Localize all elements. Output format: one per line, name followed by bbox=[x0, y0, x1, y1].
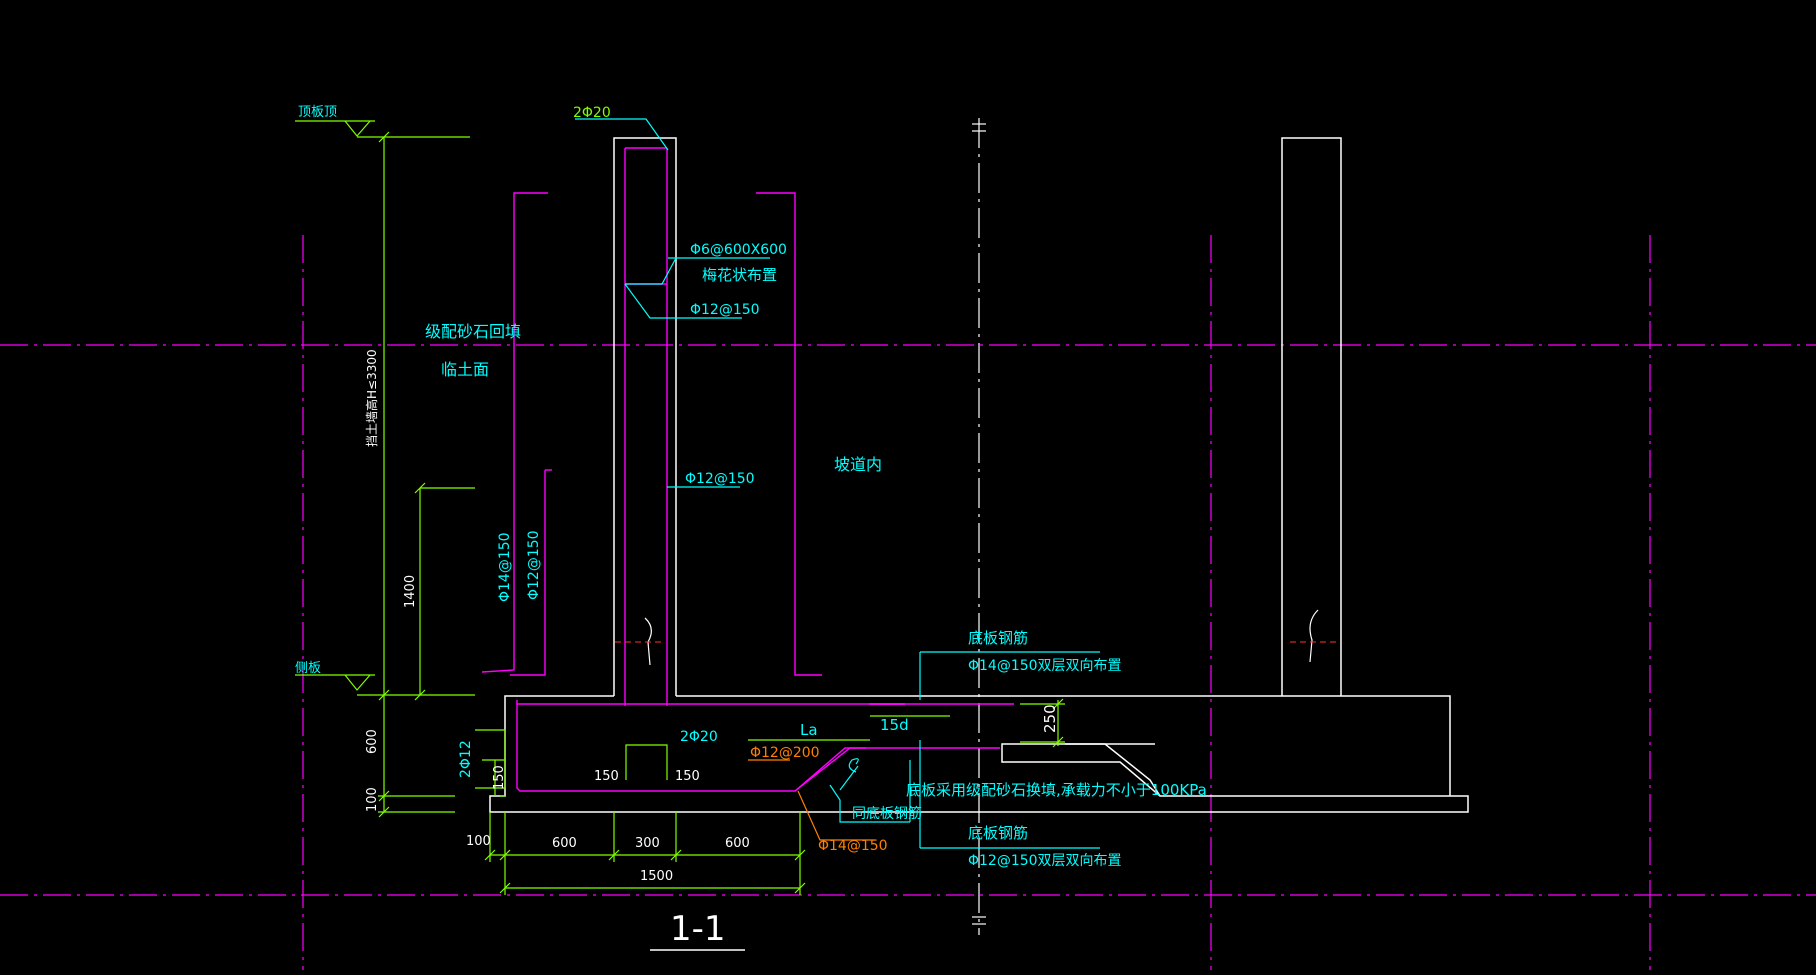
tie-bar-note: 梅花状布置 bbox=[702, 266, 777, 284]
bottom-300-dim: 300 bbox=[635, 836, 660, 851]
leaders bbox=[575, 118, 1100, 849]
dimensions-left bbox=[295, 120, 806, 895]
left-offset-dim: 150 bbox=[492, 765, 507, 790]
base-right-thk-dim: 250 bbox=[1041, 704, 1059, 733]
wall-top-bar-label: 2Φ20 bbox=[573, 105, 611, 121]
base-bar-label-top: 底板钢筋 bbox=[968, 629, 1028, 647]
base-bottom-orange-label: Φ14@150 bbox=[818, 838, 888, 854]
orange-leaders bbox=[748, 759, 875, 841]
annotations: 顶板顶 侧板 级配砂石回填 临土面 坡道内 2Φ20 Φ6@600X600 梅花… bbox=[295, 105, 1207, 949]
base-mid-bar-label: Φ12@200 bbox=[750, 745, 820, 761]
inner-side-label: 坡道内 bbox=[834, 455, 882, 474]
inner-vertical-bar-label: Φ12@150 bbox=[685, 471, 755, 487]
axis-lines bbox=[0, 235, 1816, 970]
section-title: 1-1 bbox=[670, 909, 726, 949]
kicker-right-dim: 150 bbox=[675, 769, 700, 784]
horizontal-bar-label: Φ12@150 bbox=[690, 302, 760, 318]
bottom-100-dim: 100 bbox=[466, 834, 491, 849]
base-thickness-dim: 600 bbox=[365, 729, 380, 754]
tie-bar-label: Φ6@600X600 bbox=[690, 242, 787, 258]
outer-vertical-bar-1: Φ14@150 bbox=[497, 532, 513, 602]
same-as-base-label: 同底板钢筋 bbox=[852, 805, 922, 822]
base-bar-label-bottom: 底板钢筋 bbox=[968, 824, 1028, 842]
backfill-label: 级配砂石回填 bbox=[425, 322, 521, 341]
bottom-elevation-label: 侧板 bbox=[295, 661, 321, 676]
soil-face-label: 临土面 bbox=[441, 360, 489, 379]
wall-height-dim: 挡土墙高H≤3300 bbox=[364, 349, 379, 447]
center-line bbox=[972, 118, 986, 935]
kicker-left-dim: 150 bbox=[594, 769, 619, 784]
bottom-total-dim: 1500 bbox=[640, 869, 673, 884]
wall-lower-dim: 1400 bbox=[403, 575, 418, 608]
bottom-600a-dim: 600 bbox=[552, 836, 577, 851]
top-elevation-label: 顶板顶 bbox=[298, 105, 337, 120]
dimensions-right bbox=[748, 698, 1065, 748]
outer-vertical-bar-2: Φ12@150 bbox=[526, 530, 542, 600]
cushion-dim: 100 bbox=[365, 787, 380, 812]
bottom-600b-dim: 600 bbox=[725, 836, 750, 851]
base-bar-top: Φ14@150双层双向布置 bbox=[968, 658, 1122, 674]
base-bar-bottom: Φ12@150双层双向布置 bbox=[968, 853, 1122, 869]
lap-la-label: La bbox=[800, 721, 818, 739]
side-bar-label: 2Φ12 bbox=[458, 740, 474, 778]
lap-15d-label: 15d bbox=[880, 716, 909, 734]
foundation-note: 底板采用级配砂石换填,承载力不小于100KPa bbox=[906, 781, 1207, 799]
corner-bar-label: 2Φ20 bbox=[680, 729, 718, 745]
